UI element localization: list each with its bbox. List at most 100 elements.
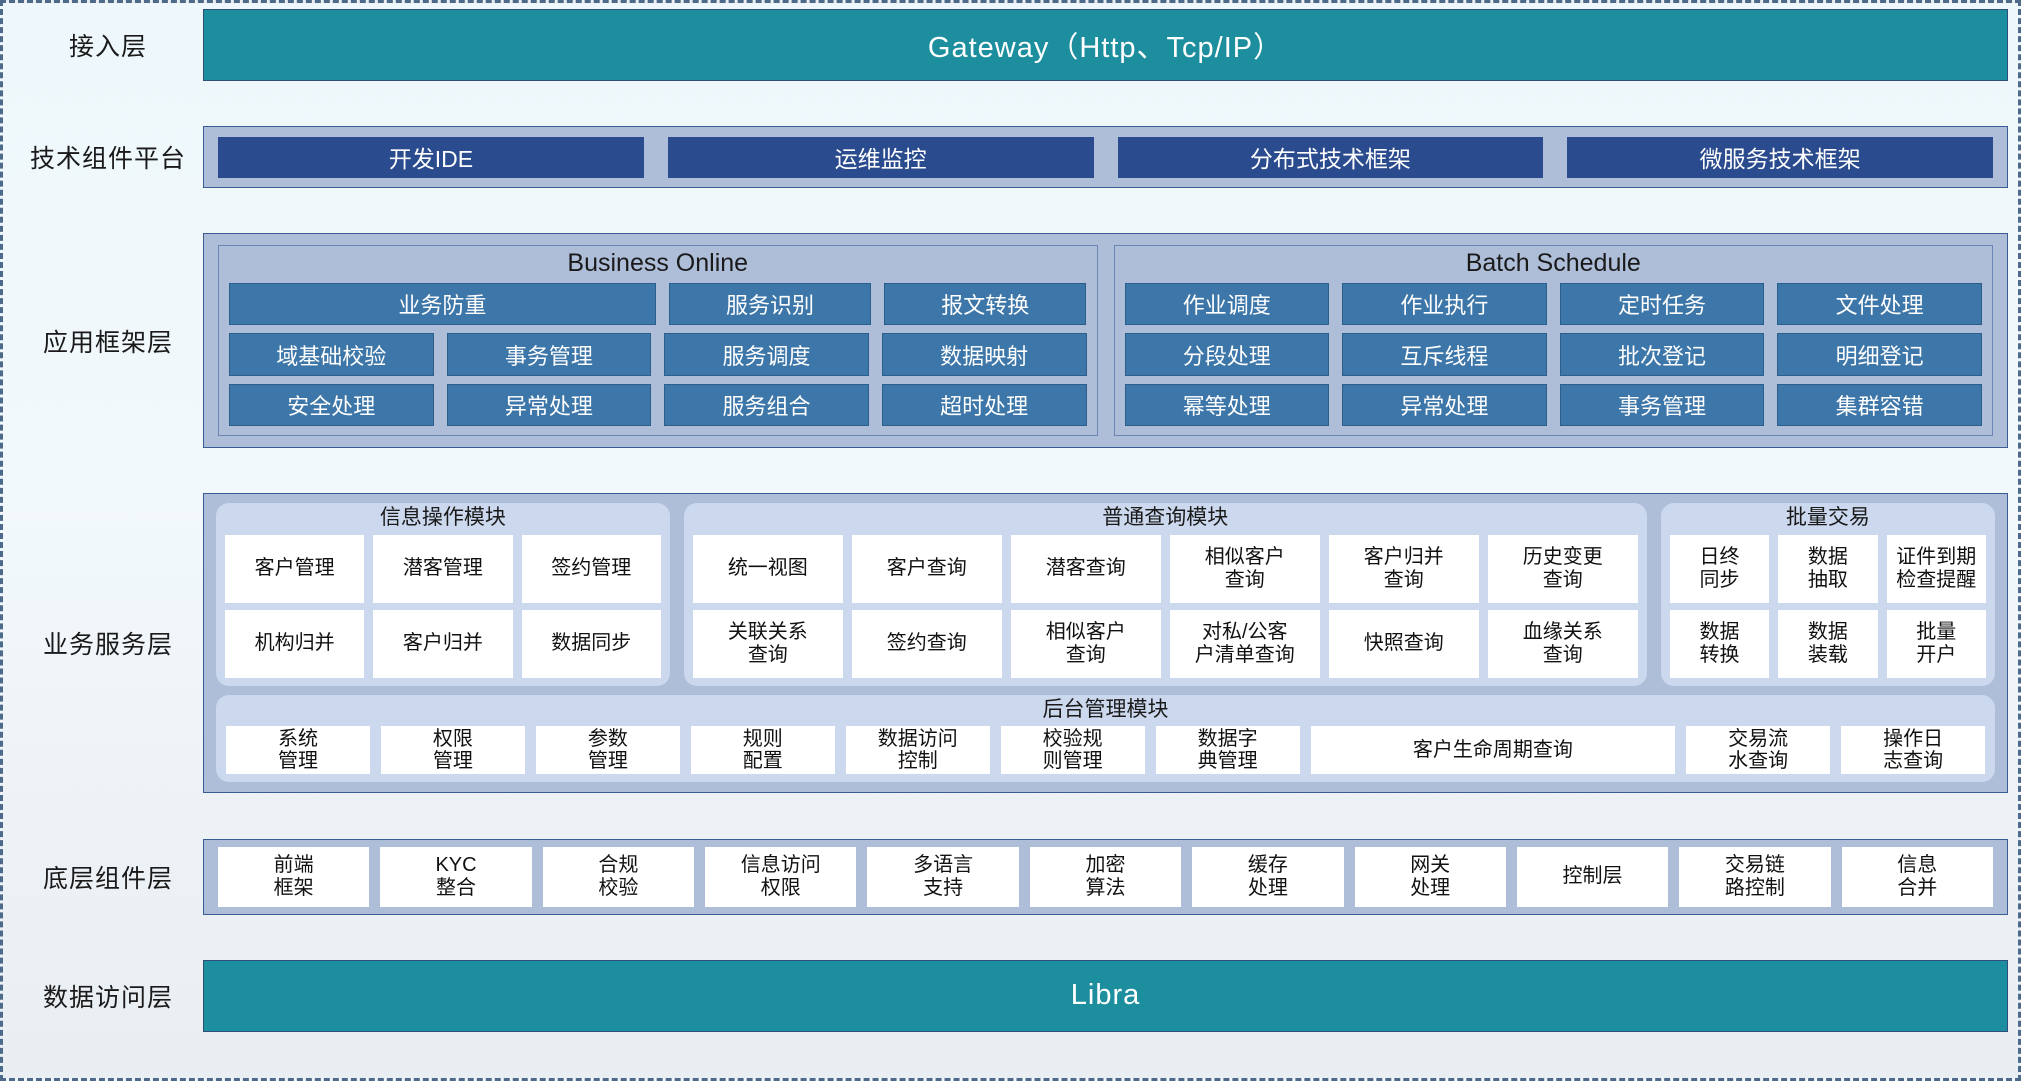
app-cell[interactable]: 服务调度	[664, 333, 869, 376]
business-service-cell[interactable]: 统一视图	[692, 534, 843, 603]
admin-module-cell[interactable]: 操作日志查询	[1841, 725, 1986, 775]
business-module: 信息操作模块客户管理潜客管理签约管理机构归并客户归并数据同步	[216, 503, 670, 686]
business-module-title: 信息操作模块	[379, 506, 506, 530]
admin-module-cell[interactable]: 客户生命周期查询	[1310, 725, 1676, 775]
tech-chip[interactable]: 运维监控	[667, 136, 1094, 178]
app-row: 安全处理异常处理服务组合超时处理	[229, 383, 1087, 427]
business-module-title: 普通查询模块	[1102, 506, 1229, 530]
app-cell[interactable]: 报文转换	[884, 282, 1087, 326]
component-cell[interactable]: 信息访问权限	[705, 846, 857, 907]
app-row: 业务防重服务识别报文转换	[229, 282, 1087, 326]
app-row: 作业调度作业执行定时任务文件处理	[1124, 282, 1982, 326]
app-cell[interactable]: 异常处理	[1342, 383, 1547, 427]
app-cell[interactable]: 服务识别	[668, 282, 872, 326]
admin-module-cell[interactable]: 权限管理	[380, 725, 525, 775]
business-service-cell[interactable]: 客户管理	[225, 534, 365, 603]
app-cell[interactable]: 异常处理	[446, 383, 652, 427]
component-cell[interactable]: 控制层	[1516, 846, 1669, 907]
component-cell[interactable]: 网关处理	[1354, 846, 1506, 907]
business-service-cell[interactable]: 签约查询	[851, 609, 1002, 678]
app-cell[interactable]: 文件处理	[1777, 282, 1982, 326]
business-service-cell[interactable]: 对私/公客户清单查询	[1169, 609, 1320, 678]
business-service-cell[interactable]: 血缘关系查询	[1487, 609, 1638, 678]
business-module: 普通查询模块统一视图客户查询潜客查询相似客户查询客户归并查询历史变更查询关联关系…	[683, 503, 1647, 686]
app-group-title: Business Online	[567, 249, 749, 278]
app-cell[interactable]: 定时任务	[1559, 282, 1765, 326]
libra-banner: Libra	[203, 959, 2008, 1032]
app-cell[interactable]: 明细登记	[1777, 333, 1982, 376]
business-service-cell[interactable]: 证件到期检查提醒	[1886, 534, 1987, 603]
app-cell[interactable]: 服务组合	[664, 383, 869, 427]
business-service-cell[interactable]: 数据装载	[1778, 609, 1878, 678]
business-service-cell[interactable]: 相似客户查询	[1010, 609, 1161, 678]
business-service-cell[interactable]: 相似客户查询	[1169, 534, 1320, 603]
component-cell[interactable]: 缓存处理	[1192, 846, 1344, 907]
business-service-cell[interactable]: 数据抽取	[1778, 534, 1878, 603]
tech-chip[interactable]: 分布式技术框架	[1117, 136, 1544, 178]
business-service-cell[interactable]: 批量开户	[1886, 609, 1987, 678]
business-service-cell[interactable]: 日终同步	[1669, 534, 1770, 603]
admin-module-cell[interactable]: 交易流水查询	[1686, 725, 1831, 775]
app-cell[interactable]: 幂等处理	[1124, 383, 1330, 427]
app-cell[interactable]: 超时处理	[881, 383, 1087, 427]
admin-module-row: 系统管理权限管理参数管理规则配置数据访问控制校验规则管理数据字典管理客户生命周期…	[226, 725, 1986, 775]
app-cell[interactable]: 事务管理	[446, 333, 652, 376]
tech-chip[interactable]: 开发IDE	[218, 136, 644, 178]
component-cell[interactable]: 信息合并	[1841, 846, 1993, 907]
admin-module-cell[interactable]: 数据访问控制	[845, 725, 990, 775]
app-group-rows: 业务防重服务识别报文转换域基础校验事务管理服务调度数据映射安全处理异常处理服务组…	[229, 282, 1087, 427]
component-cell[interactable]: 加密算法	[1029, 846, 1182, 907]
app-cell[interactable]: 集群容错	[1777, 383, 1982, 427]
app-cell[interactable]: 作业调度	[1124, 282, 1330, 326]
app-cell[interactable]: 业务防重	[229, 282, 656, 326]
business-service-cell[interactable]: 数据同步	[521, 609, 661, 678]
app-cell[interactable]: 安全处理	[229, 383, 434, 427]
app-cell[interactable]: 作业执行	[1342, 282, 1547, 326]
component-cell[interactable]: 多语言支持	[867, 846, 1019, 907]
admin-module-cell[interactable]: 数据字典管理	[1155, 725, 1300, 775]
app-row: 域基础校验事务管理服务调度数据映射	[229, 333, 1087, 376]
tech-chip[interactable]: 微服务技术框架	[1567, 136, 1993, 178]
business-service-cell[interactable]: 潜客查询	[1010, 534, 1161, 603]
business-service-cell[interactable]: 客户归并	[373, 609, 513, 678]
admin-module-cell[interactable]: 规则配置	[690, 725, 835, 775]
app-cell[interactable]: 域基础校验	[229, 333, 434, 376]
business-modules-row: 信息操作模块客户管理潜客管理签约管理机构归并客户归并数据同步 普通查询模块统一视图…	[216, 503, 1996, 686]
app-cell[interactable]: 批次登记	[1559, 333, 1765, 376]
layer-label-data-access: 数据访问层	[42, 983, 173, 1012]
data-access-layer-body: Libra	[203, 959, 2008, 1032]
business-module-rows: 客户管理潜客管理签约管理机构归并客户归并数据同步	[225, 534, 661, 678]
admin-module-cell[interactable]: 校验规则管理	[1000, 725, 1145, 775]
app-cell[interactable]: 事务管理	[1559, 383, 1765, 427]
app-row: 幂等处理异常处理事务管理集群容错	[1124, 383, 1982, 427]
admin-module-title: 后台管理模块	[1042, 697, 1169, 721]
admin-module-cell[interactable]: 参数管理	[535, 725, 680, 775]
business-service-cell[interactable]: 潜客管理	[373, 534, 513, 603]
app-cell[interactable]: 分段处理	[1124, 333, 1330, 376]
layer-label-component: 底层组件层	[42, 864, 173, 893]
business-service-cell[interactable]: 机构归并	[225, 609, 365, 678]
component-cell[interactable]: 交易链路控制	[1679, 846, 1831, 907]
business-service-cell[interactable]: 数据转换	[1669, 609, 1770, 678]
business-service-cell[interactable]: 客户归并查询	[1328, 534, 1479, 603]
gateway-banner: Gateway（Http、Tcp/IP）	[203, 9, 2008, 81]
business-service-cell[interactable]: 历史变更查询	[1487, 534, 1638, 603]
business-service-cell[interactable]: 关联关系查询	[692, 609, 843, 678]
business-service-cell[interactable]: 快照查询	[1328, 609, 1479, 678]
app-group-title: Batch Schedule	[1465, 249, 1641, 278]
app-cell[interactable]: 数据映射	[881, 333, 1087, 376]
business-service-cell[interactable]: 签约管理	[521, 534, 661, 603]
component-cell[interactable]: 前端框架	[218, 846, 370, 907]
business-module-rows: 日终同步数据抽取证件到期检查提醒数据转换数据装载批量开户	[1669, 534, 1987, 678]
component-cell[interactable]: 合规校验	[542, 846, 695, 907]
business-module-row: 数据转换数据装载批量开户	[1669, 609, 1987, 678]
app-cell[interactable]: 互斥线程	[1342, 333, 1547, 376]
admin-module-cell[interactable]: 系统管理	[226, 725, 370, 775]
business-service-cell[interactable]: 客户查询	[851, 534, 1002, 603]
business-service-container: 信息操作模块客户管理潜客管理签约管理机构归并客户归并数据同步 普通查询模块统一视图…	[203, 493, 2008, 794]
